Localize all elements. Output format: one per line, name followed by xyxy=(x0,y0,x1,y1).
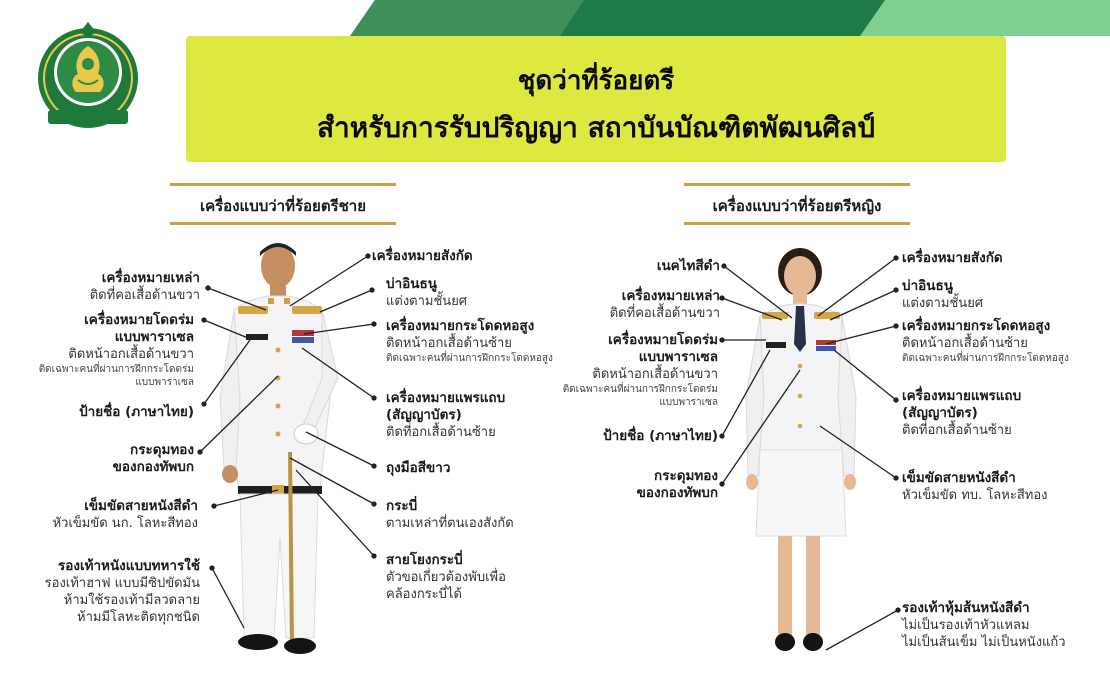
female-uniform-heading: เครื่องแบบว่าที่ร้อยตรีหญิง xyxy=(684,183,910,225)
female-label-gold-buttons: กระดุมทอง ของกองทัพบก xyxy=(636,468,718,501)
female-label-parachute-badge: เครื่องหมายโดดร่ม แบบพาราเซล ติดหน้าอกเส… xyxy=(562,332,718,408)
female-label-black-tie: เนคไทสีดำ xyxy=(656,258,720,274)
male-label-shoes: รองเท้าหนังแบบทหารใช้ รองเท้าฮาฟ แบบมีซิ… xyxy=(44,558,200,625)
female-label-tower-jump-badge: เครื่องหมายกระโดดหอสูง ติดหน้าอกเสื้อด้า… xyxy=(902,318,1069,364)
female-label-ribbon-bar: เครื่องหมายแพรแถบ (สัญญาบัตร) ติดที่อกเส… xyxy=(902,388,1022,438)
male-label-name-tag: ป้ายชื่อ (ภาษาไทย) xyxy=(79,404,194,420)
female-label-belt: เข็มขัดสายหนังสีดำ หัวเข็มขัด ทบ. โลหะสี… xyxy=(902,470,1048,503)
female-label-shoes: รองเท้าหุ้มส้นหนังสีดำ ไม่เป็นรองเท้าหัว… xyxy=(902,600,1066,650)
page-title: ชุดว่าที่ร้อยตรี xyxy=(517,66,675,96)
male-label-belt: เข็มขัดสายหนังสีดำ หัวเข็มขัด นก. โลหะสี… xyxy=(52,498,198,531)
female-label-epaulette: บ่าอินธนู แต่งตามชั้นยศ xyxy=(902,278,984,311)
female-uniform-figure xyxy=(745,248,857,651)
male-label-gold-buttons: กระดุมทอง ของกองทัพบก xyxy=(112,442,194,475)
male-label-unit-insignia: เครื่องหมายสังกัด xyxy=(372,248,473,264)
male-label-sword-strap: สายโยงกระบี่ ตัวขอเกี่ยวต้องพับเพื่อ คล้… xyxy=(386,552,506,602)
female-label-corps-insignia: เครื่องหมายเหล่า ติดที่คอเสื้อด้านขวา xyxy=(609,288,720,321)
female-label-name-tag: ป้ายชื่อ (ภาษาไทย) xyxy=(603,428,718,444)
male-label-epaulette: บ่าอินธนู แต่งตามชั้นยศ xyxy=(386,276,468,309)
male-uniform-heading: เครื่องแบบว่าที่ร้อยตรีชาย xyxy=(170,183,396,225)
male-label-parachute-badge: เครื่องหมายโดดร่ม แบบพาราเซล ติดหน้าอกเส… xyxy=(38,312,194,388)
male-label-tower-jump-badge: เครื่องหมายกระโดดหอสูง ติดหน้าอกเสื้อด้า… xyxy=(386,318,553,364)
title-banner: ชุดว่าที่ร้อยตรี สำหรับการรับปริญญา สถาบ… xyxy=(186,36,1006,162)
male-label-white-gloves: ถุงมือสีขาว xyxy=(386,460,451,476)
header-stripe xyxy=(860,0,1110,36)
male-label-sword: กระบี่ ตามเหล่าที่ตนเองสังกัด xyxy=(386,498,514,531)
male-uniform-figure xyxy=(219,243,339,654)
female-label-unit-insignia: เครื่องหมายสังกัด xyxy=(902,250,1003,266)
page-subtitle: สำหรับการรับปริญญา สถาบันบัณฑิตพัฒนศิลป์ xyxy=(316,111,876,144)
male-label-corps-insignia: เครื่องหมายเหล่า ติดที่คอเสื้อด้านขวา xyxy=(89,270,200,303)
male-label-ribbon-bar: เครื่องหมายแพรแถบ (สัญญาบัตร) ติดที่อกเส… xyxy=(386,390,506,440)
institute-logo xyxy=(38,22,138,128)
